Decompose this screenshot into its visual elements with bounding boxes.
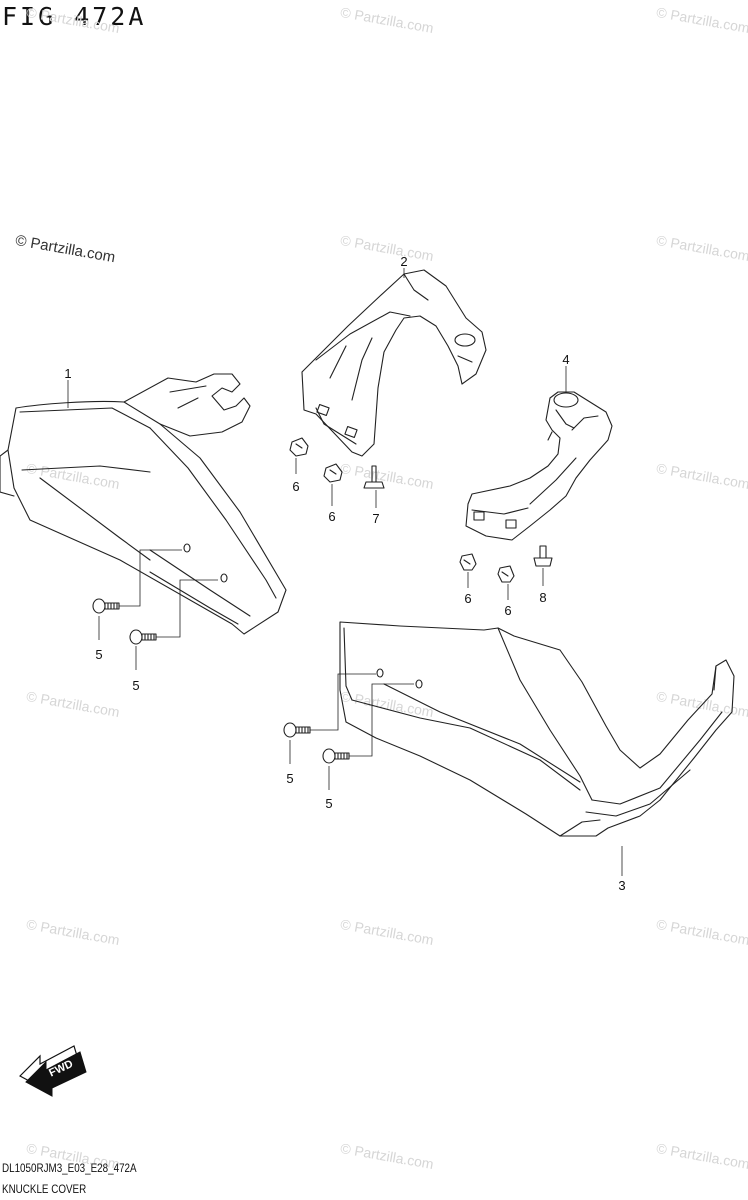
callout-3: 3 [618, 878, 625, 893]
part-5-screw-c [283, 722, 311, 738]
leader-lines [67, 268, 623, 876]
mounting-holes [183, 543, 423, 689]
callout-6: 6 [328, 509, 335, 524]
figure-title: FIG 472A [2, 2, 147, 31]
part-6-nut-lower-a [459, 553, 477, 571]
part-5-screw-a [92, 598, 120, 614]
callout-5: 5 [95, 647, 102, 662]
callouts: 1 2 3 4 5 5 5 5 6 6 6 6 7 8 [64, 254, 625, 893]
callout-2: 2 [400, 254, 407, 269]
figure-name: KNUCKLE COVER [2, 1182, 87, 1196]
part-7-screw [363, 465, 385, 489]
part-5-screw-b [129, 629, 157, 645]
part-6-nut-lower-b [497, 565, 515, 583]
part-8-screw [533, 545, 553, 567]
part-5-screw-d [322, 748, 350, 764]
callout-8: 8 [539, 590, 546, 605]
part-1-left-knuckle-cover [0, 373, 287, 635]
part-2-bracket [301, 269, 487, 457]
part-3-right-knuckle-cover [339, 621, 735, 837]
callout-6: 6 [504, 603, 511, 618]
part-6-nut-upper-b [323, 463, 343, 483]
fwd-arrow-icon: FWD [19, 1045, 87, 1097]
callout-5: 5 [325, 796, 332, 811]
part-6-nut-upper-a [289, 437, 309, 457]
callout-5: 5 [132, 678, 139, 693]
callout-5: 5 [286, 771, 293, 786]
callout-4: 4 [562, 352, 569, 367]
callout-6: 6 [464, 591, 471, 606]
callout-7: 7 [372, 511, 379, 526]
part-4-bracket [465, 391, 613, 541]
figure-code: DL1050RJM3_E03_E28_472A [2, 1161, 137, 1175]
callout-1: 1 [64, 366, 71, 381]
callout-6: 6 [292, 479, 299, 494]
